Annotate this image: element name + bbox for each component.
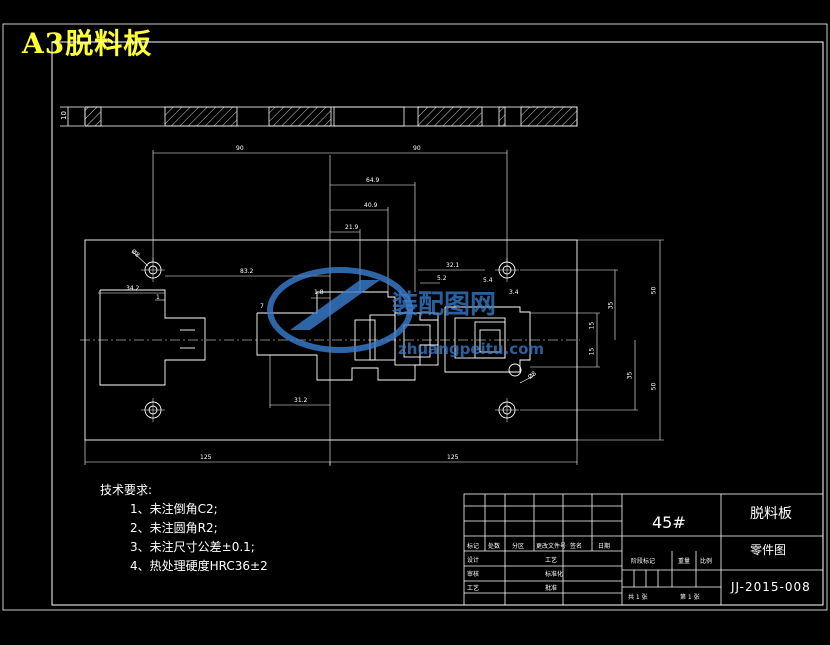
tb-label-craft: 工艺	[467, 585, 480, 592]
tech-requirement-item: 2、未注圆角R2;	[130, 521, 218, 535]
tech-requirement-item: 1、未注倒角C2;	[130, 502, 218, 516]
tb-label-process: 工艺	[545, 557, 558, 564]
title-block-material: 45#	[652, 513, 686, 532]
section-view	[60, 106, 578, 127]
dim-label: 1	[156, 294, 160, 301]
inner-frame	[51, 41, 824, 606]
tb-label-design: 设计	[467, 557, 480, 564]
dim-label: 32.1	[446, 262, 460, 269]
tb-label-zone: 分区	[512, 543, 525, 550]
tb-label-mark: 标记	[467, 543, 480, 550]
dim-label: 83.2	[240, 268, 254, 275]
tb-label-sheets-total: 共 1 张	[628, 594, 648, 601]
tb-label-count: 处数	[488, 543, 501, 550]
dim-label: 125	[200, 454, 212, 461]
dim-label: 3.4	[509, 289, 519, 296]
dim-label: 5.4	[483, 277, 493, 284]
dim-label: 64.9	[366, 177, 380, 184]
hole-small-right	[508, 363, 522, 377]
dimension-lines	[84, 150, 664, 466]
tb-label-date: 日期	[598, 543, 611, 550]
outer-frame	[2, 23, 828, 611]
tb-label-standardize: 标准化	[545, 571, 564, 578]
dim-thickness: 10	[60, 111, 68, 120]
sheet-title: A3脱料板	[22, 27, 153, 60]
watermark	[267, 267, 413, 353]
title-block-drawing-type: 零件图	[750, 543, 787, 557]
dim-label: 7	[260, 303, 264, 310]
dim-label: 1.8	[314, 289, 324, 296]
tech-requirement-item: 3、未注尺寸公差±0.1;	[130, 540, 255, 554]
tb-label-stage-mark: 阶段标记	[631, 558, 656, 565]
watermark-brand: 装配图网	[392, 290, 497, 320]
watermark-url: zhuangpeitu.com	[398, 340, 545, 358]
tb-label-sheet-no: 第 1 张	[680, 594, 700, 601]
tech-requirements-heading: 技术要求:	[100, 483, 153, 497]
dim-label: 21.9	[345, 224, 359, 231]
dim-label: 34.2	[126, 285, 140, 292]
tb-label-weight: 重量	[678, 558, 691, 565]
tb-label-signature: 签名	[570, 543, 583, 550]
dim-label: 125	[447, 454, 459, 461]
title-block-drawing-number: JJ-2015-008	[731, 580, 811, 594]
tech-requirements: 技术要求: 1、未注倒角C2; 2、未注圆角R2; 3、未注尺寸公差±0.1; …	[100, 481, 268, 576]
dim-label: 5.2	[437, 275, 447, 282]
dim-label: 90	[413, 145, 421, 152]
dim-label: 31.2	[294, 397, 308, 404]
dim-label: 40.9	[364, 202, 378, 209]
title-block-part-name: 脱料板	[750, 506, 792, 522]
tech-requirement-item: 4、热处理硬度HRC36±2	[130, 559, 268, 573]
tb-label-change-doc: 更改文件号	[536, 543, 567, 550]
tb-label-review: 审核	[467, 571, 480, 578]
tb-label-scale: 比例	[700, 558, 713, 565]
tb-label-approve: 批准	[545, 585, 558, 592]
dim-label: 90	[236, 145, 244, 152]
